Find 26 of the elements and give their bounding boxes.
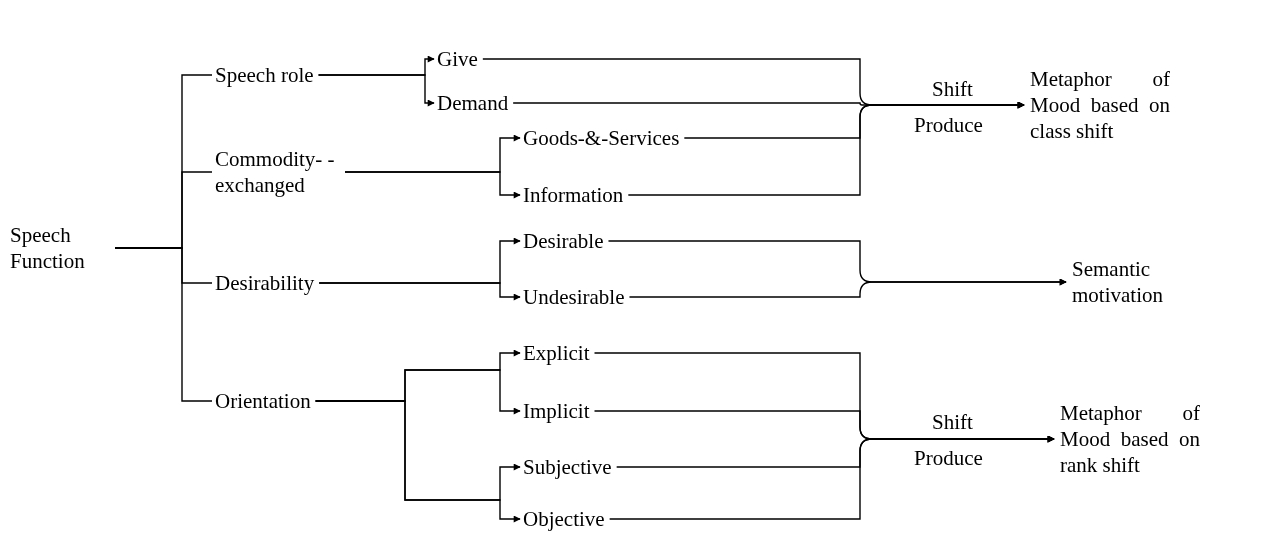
term-label: Objective xyxy=(523,506,605,532)
bracket-arrow xyxy=(314,400,521,523)
brace-arrow xyxy=(627,101,1025,196)
term-label: Goods-&-Services xyxy=(523,125,680,151)
term-label: Subjective xyxy=(523,454,612,480)
bracket-arrow xyxy=(317,74,435,107)
term-label: Demand xyxy=(437,90,509,116)
bracket-arrow xyxy=(344,171,521,199)
term-label: Information xyxy=(523,182,624,208)
term-label: Speech role xyxy=(215,62,314,88)
term-label: Desirable xyxy=(523,228,604,254)
brace-arrow xyxy=(628,278,1067,298)
term-label: Give xyxy=(437,46,478,72)
term-label: Orientation xyxy=(215,388,311,414)
term-label: Implicit xyxy=(523,398,590,424)
term-label: Metaphor of Mood based on class shift xyxy=(1030,66,1170,144)
term-label: Semantic motivation xyxy=(1072,256,1187,308)
term-label: Explicit xyxy=(523,340,590,366)
term-label: Speech Function xyxy=(10,222,110,274)
brace-arrow xyxy=(608,435,1055,520)
term-label: Commodity- -exchanged xyxy=(215,146,340,198)
bracket-line xyxy=(114,247,213,402)
term-label: Desirability xyxy=(215,270,315,296)
bracket-arrow xyxy=(318,282,521,301)
term-label: Undesirable xyxy=(523,284,625,310)
term-label: Metaphor of Mood based on rank shift xyxy=(1060,400,1200,478)
